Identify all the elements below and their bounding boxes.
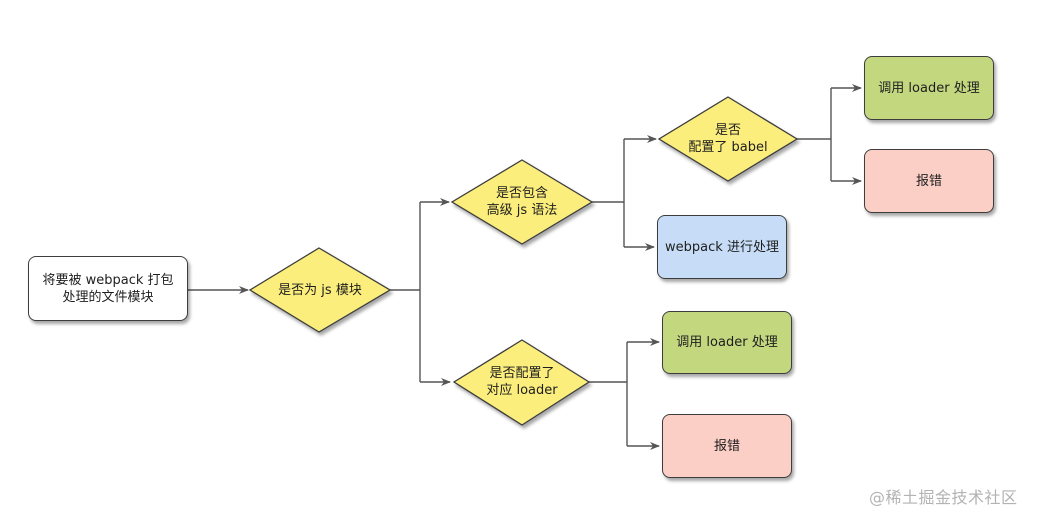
webpack-process-node: webpack 进行处理 [657, 215, 787, 279]
babel-loader-node: 调用 loader 处理 [864, 56, 994, 120]
edge-loader-configured-branch [589, 342, 628, 446]
decision-babel-shape [657, 96, 799, 182]
edge-babel-branch [797, 88, 832, 181]
babel-error-node: 报错 [864, 149, 994, 213]
edge-advanced-branch [592, 139, 625, 247]
decision-advanced-syntax-shape [450, 159, 594, 245]
watermark: @稀土掘金技术社区 [869, 488, 1018, 507]
edge-is-js-branch [390, 202, 421, 382]
other-error-node: 报错 [662, 414, 792, 478]
start-node: 将要被 webpack 打包 处理的文件模块 [28, 256, 188, 321]
other-loader-node: 调用 loader 处理 [662, 311, 792, 374]
decision-is-js-shape [248, 247, 392, 333]
decision-loader-configured-shape [452, 339, 591, 426]
